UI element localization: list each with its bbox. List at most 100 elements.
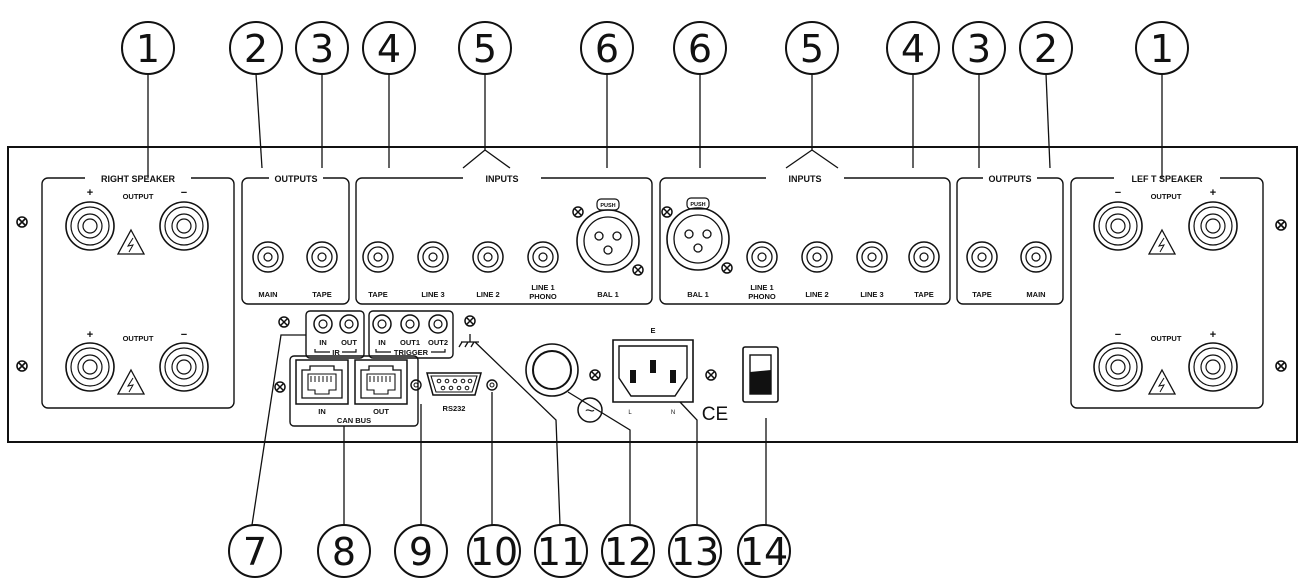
trigger-out1-label: OUT1: [400, 338, 420, 347]
minus-sign: −: [181, 187, 187, 199]
rca-jack-icon[interactable]: [801, 241, 833, 273]
svg-text:9: 9: [409, 530, 433, 574]
jack-label: LINE 1: [531, 283, 554, 292]
minus-sign: −: [1115, 329, 1121, 341]
callouts-bottom: 7 8 9 10 11 12 13 14: [228, 524, 791, 578]
xlr-connector-icon[interactable]: [666, 197, 730, 271]
power-switch-icon[interactable]: [742, 346, 779, 403]
svg-text:5: 5: [473, 27, 497, 71]
rca-jack-icon[interactable]: [746, 241, 778, 273]
rca-jack-icon[interactable]: [472, 241, 504, 273]
callout-badge: 2: [1019, 21, 1073, 75]
binding-post-icon[interactable]: [1093, 342, 1143, 392]
inputs-title: INPUTS: [788, 174, 821, 184]
screw-icon: [721, 262, 733, 274]
binding-post-icon[interactable]: [1093, 201, 1143, 251]
mini-jack-icon[interactable]: [400, 314, 420, 334]
fuse-holder-icon[interactable]: [525, 343, 579, 397]
mini-jack-icon[interactable]: [428, 314, 448, 334]
canbus-label: CAN BUS: [337, 416, 371, 425]
screw-icon: [410, 379, 422, 391]
screw-icon: [278, 316, 290, 328]
plus-sign: +: [87, 187, 93, 199]
rca-jack-icon[interactable]: [856, 241, 888, 273]
callout-badge: 1: [1135, 21, 1189, 75]
svg-text:10: 10: [470, 530, 518, 574]
screw-icon: [16, 216, 28, 228]
callout-badge: 6: [580, 21, 634, 75]
ground-icon: [458, 334, 479, 348]
phono-label: PHONO: [748, 292, 776, 301]
jack-label: LINE 1: [750, 283, 773, 292]
inputs-title: INPUTS: [485, 174, 518, 184]
jack-label: TAPE: [312, 290, 331, 299]
binding-post-icon[interactable]: [65, 342, 115, 392]
db9-port-icon[interactable]: [426, 372, 482, 396]
leader-lines-bottom: [251, 334, 767, 526]
screw-icon: [1275, 360, 1287, 372]
binding-post-icon[interactable]: [159, 342, 209, 392]
canbus-section: IN OUT CAN BUS: [274, 355, 419, 427]
callout-badge: 10: [467, 524, 521, 578]
inputs-left-section: INPUTS TAPE LINE 3 LINE 2 LINE 1 PHONO P…: [355, 173, 653, 305]
iec-power-inlet-icon[interactable]: [612, 339, 694, 403]
rca-jack-icon[interactable]: [417, 241, 449, 273]
mini-jack-icon[interactable]: [339, 314, 359, 334]
outputs-left-section: OUTPUTS MAIN TAPE: [241, 173, 350, 305]
warning-icon: [116, 368, 146, 395]
callout-badge: 1: [121, 21, 175, 75]
ir-in-label: IN: [319, 338, 327, 347]
screw-icon: [661, 206, 673, 218]
minus-sign: −: [1115, 187, 1121, 199]
warning-icon: [116, 228, 146, 255]
mini-jack-icon[interactable]: [313, 314, 333, 334]
svg-text:2: 2: [1034, 27, 1058, 71]
screw-icon: [589, 369, 601, 381]
push-label: PUSH: [690, 202, 705, 208]
svg-text:2: 2: [244, 27, 268, 71]
rj45-port-icon[interactable]: [354, 359, 408, 405]
jack-label: LINE 2: [476, 290, 499, 299]
rca-jack-icon[interactable]: [306, 241, 338, 273]
binding-post-icon[interactable]: [159, 201, 209, 251]
rca-jack-icon[interactable]: [252, 241, 284, 273]
jack-label: MAIN: [258, 290, 277, 299]
screw-icon: [1275, 219, 1287, 231]
mini-jack-icon[interactable]: [372, 314, 392, 334]
rca-jack-icon[interactable]: [966, 241, 998, 273]
callout-badge: 4: [886, 21, 940, 75]
rca-jack-icon[interactable]: [1020, 241, 1052, 273]
jack-label: MAIN: [1026, 290, 1045, 299]
jack-label: LINE 3: [860, 290, 883, 299]
binding-post-icon[interactable]: [1188, 342, 1238, 392]
callout-badge: 6: [673, 21, 727, 75]
rj45-port-icon[interactable]: [295, 359, 349, 405]
plus-sign: +: [1210, 329, 1216, 341]
jack-label: TAPE: [368, 290, 387, 299]
svg-text:13: 13: [671, 530, 719, 574]
binding-post-icon[interactable]: [1188, 201, 1238, 251]
right-speaker-section: RIGHT SPEAKER + OUTPUT − + OUTPUT −: [41, 173, 235, 409]
callout-badge: 11: [534, 524, 588, 578]
minus-sign: −: [181, 329, 187, 341]
jack-label: LINE 2: [805, 290, 828, 299]
rca-jack-icon[interactable]: [908, 241, 940, 273]
callout-badge: 5: [458, 21, 512, 75]
callout-badge: 3: [295, 21, 349, 75]
svg-text:1: 1: [136, 27, 160, 71]
rca-jack-icon[interactable]: [527, 241, 559, 273]
jack-label: BAL 1: [687, 290, 709, 299]
xlr-connector-icon[interactable]: [576, 198, 640, 273]
callout-badge: 9: [394, 524, 448, 578]
ir-label: IR: [332, 348, 340, 357]
binding-post-icon[interactable]: [65, 201, 115, 251]
output-label: OUTPUT: [123, 192, 154, 201]
svg-text:12: 12: [604, 530, 652, 574]
push-label: PUSH: [600, 203, 615, 209]
svg-text:14: 14: [740, 530, 788, 574]
svg-text:8: 8: [332, 530, 356, 574]
outputs-right-section: OUTPUTS TAPE MAIN: [956, 173, 1064, 305]
rca-jack-icon[interactable]: [362, 241, 394, 273]
screw-icon: [486, 379, 498, 391]
